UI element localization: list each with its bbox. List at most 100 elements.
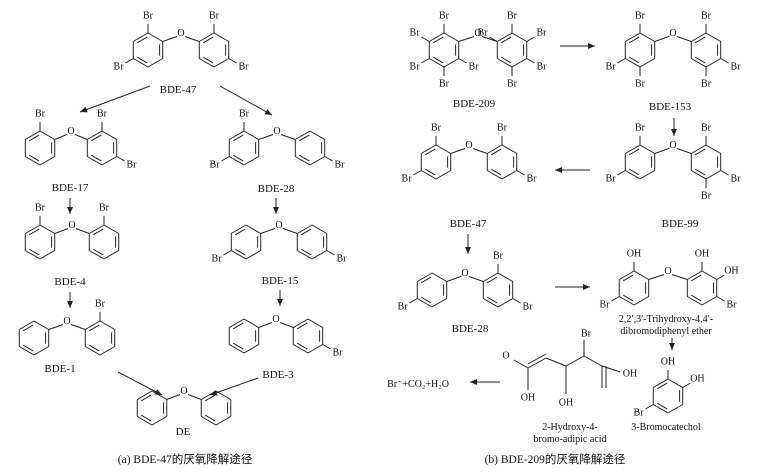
bde17-ring-left-bond [25,156,41,166]
bde209-ring-left-bond [429,32,445,42]
hba-oh-right: OH [623,369,637,380]
bde209-br-l0: Br [439,11,450,22]
bde28-b-ring-left-double-bond [421,276,432,284]
bde99-ring-right-double-bond [695,168,706,176]
bde209-br-l2: Br [439,79,450,90]
bde15-ring-right-bond [297,250,313,260]
hba-chain-bond [545,357,567,367]
bde15-ring-right-bond [311,250,327,260]
bde153-br4: Br [701,11,712,22]
bde47-b-ring-left-bond [435,170,451,180]
bde209-br-l1: Br [468,62,479,73]
bde28-b-br1: Br [398,302,409,313]
caption-b: (b) BDE-209的厌氧降解途径 [485,452,626,466]
bde153-ring-right-double-bond [695,36,706,44]
bde153-ring-left-bond [625,32,641,42]
bde3-ring-left-double-bond [233,322,244,330]
de-ether-bond-left [166,394,181,400]
bde47-a-br1: Br [143,11,154,22]
arrow-a-3-de [209,377,259,396]
bde47-a-ether-bond-right [184,36,200,42]
bde209-br-l3: Br [410,62,421,73]
bde153-br5: Br [730,62,741,73]
hba-o-left: O [502,351,509,362]
bde99-ring-right-bond [691,144,707,154]
bde47-b-ring-left-bond [421,144,437,154]
bde15-ring-left-bond [245,224,261,234]
bde17-ring-right-double-bond [91,154,102,162]
bde4-ether-bond-right [75,228,90,234]
panel-a-labels: BDE-47 BDE-17 BDE-28 BDE-4 BDE-15 BDE-1 … [44,84,298,466]
bde28-b-ring-left-double-bond [421,296,432,304]
bde209-br-r1: Br [536,28,547,39]
bde153-ether-oxygen-label: O [669,28,676,39]
bde28-b-ring-right-double-bond [487,276,498,284]
catechol-ring-bond [667,404,683,414]
bde153-br2-bond [617,58,626,64]
bde15-br1-bond [223,250,232,256]
bde209-br-l4-bond [421,36,430,42]
bde153-ring-left-double-bond [629,56,640,64]
thd-ring-left-bond [633,270,649,280]
bde28-b-br1-bond [409,298,418,304]
bde3-ring-right-bond [307,318,323,328]
bde153-ring-left-bond [639,32,655,42]
bde99-br4: Br [730,174,741,185]
label-thd-line2: dibromodiphenyl ether [620,326,712,337]
bde99-ring-left-bond [639,170,655,180]
bde209-ring-left-bond [429,58,445,68]
bde17-ether-oxygen-label: O [67,126,74,137]
bde28-b-ring-right-double-bond [487,296,498,304]
bde153-br1: Br [635,11,646,22]
bde1-ether-bond-left [48,324,64,330]
bde99-br2: Br [606,174,617,185]
bde1-ring-right-bond [85,320,101,330]
bde4-ring-left-bond [25,250,41,260]
bde47-b-br2-bond [413,170,422,176]
bde47-a-ring-left-double-bond [137,56,148,64]
label-bde17: BDE-17 [52,182,89,194]
bde209-br-r0: Br [507,11,518,22]
bde47-b-ring-right-bond [501,144,517,154]
bde17-ring-right-bond [101,130,117,140]
bde28-a-ring-right-bond [295,156,311,166]
label-hba-line1: 2-Hydroxy-4- [542,422,598,433]
bde209-br-l1-bond [458,58,467,64]
label-bde4: BDE-4 [54,276,86,288]
bde99-ring-left-bond [625,170,641,180]
bde153-ring-right-bond [691,58,707,68]
bde209-ether-bond-left [458,36,475,42]
bde99-br3: Br [701,123,712,134]
thd-br1-bond [611,296,620,302]
bde28-a-ring-left-bond [243,130,259,140]
bde28-b-ether-bond-left [446,276,462,282]
bde15-ether-bond-left [260,228,276,234]
arrow-a-47-17 [79,85,151,113]
thd-oh3: OH [724,266,738,277]
hba-chain-bond [527,357,547,369]
bde4-ring-right-bond [103,250,119,260]
bde209-br-r2: Br [536,62,547,73]
bde17-br3: Br [126,160,137,171]
de-ring-left-bond [137,416,153,426]
thd-ring-right-double-bond [691,294,702,302]
bde3-ether-bond-right [279,322,294,328]
bde3-ring-right-bond [307,344,323,354]
bde28-b-ring-right-bond [497,298,513,308]
hba-co-left-bond [513,359,529,369]
bde1-ring-left-bond [19,346,35,356]
bde28-a-ring-right-double-bond [299,134,310,142]
bde28-a-ether-bond-right [280,134,296,140]
bde209-br-r4: Br [478,28,489,39]
bde28-b-ether-oxygen-label: O [461,268,468,279]
bde1-ring-right-bond [99,320,115,330]
label-hba-line2: bromo-adipic acid [533,434,606,445]
bde99-ether-bond-right [676,148,692,154]
bde28-b-ring-right-bond [483,298,499,308]
bde153-br3: Br [635,79,646,90]
bde47-b-ether-bond-right [472,148,488,154]
bde209-ring-right-bond [497,58,513,68]
bde209-ring-right-bond [497,32,513,42]
thd-ether-oxygen-label: O [664,266,671,277]
